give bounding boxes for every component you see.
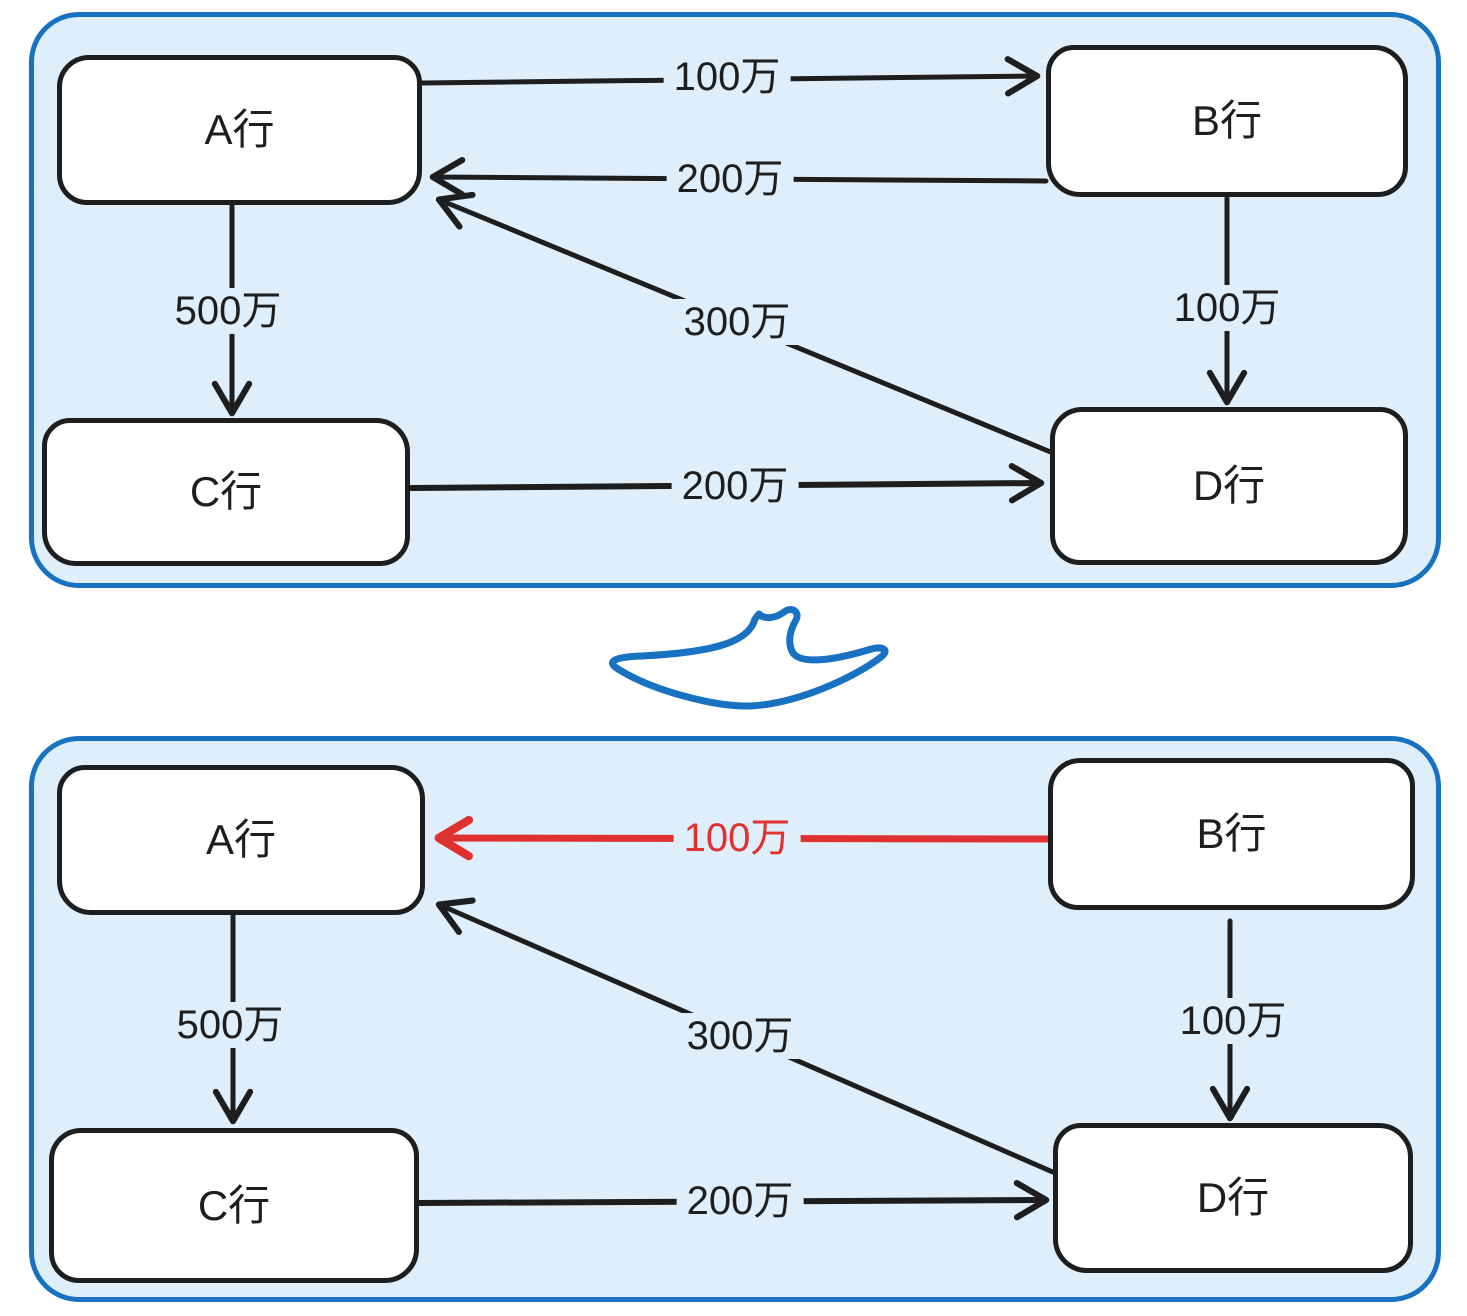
edge-label-b-to-d: 100万 (1163, 285, 1291, 331)
edge-label-c-to-d: 200万 (671, 463, 799, 509)
edge-label-b-to-a: 200万 (666, 156, 794, 202)
node-bank-a-after: A行 (57, 765, 425, 915)
node-bank-a-after-label: A行 (205, 816, 276, 863)
node-bank-d-before: D行 (1050, 407, 1408, 565)
edge-label-a-to-c: 500万 (164, 288, 292, 334)
node-bank-c-before-label: C行 (189, 468, 263, 515)
node-bank-b-before-label: B行 (1191, 97, 1262, 144)
node-bank-b-after-label: B行 (1196, 810, 1267, 857)
edge-label-d-to-a: 300万 (673, 299, 801, 345)
node-bank-c-before: C行 (42, 418, 410, 566)
node-bank-c-after: C行 (49, 1128, 419, 1283)
node-bank-b-after: B行 (1048, 758, 1415, 910)
node-bank-b-before: B行 (1046, 45, 1408, 197)
node-bank-d-after-label: D行 (1196, 1174, 1270, 1221)
edge-label-a-to-c-after: 500万 (166, 1002, 294, 1048)
edge-label-b-to-a-netted: 100万 (673, 815, 801, 861)
edge-label-b-to-d-after: 100万 (1169, 998, 1297, 1044)
node-bank-a-before: A行 (57, 55, 422, 205)
edge-label-c-to-d-after: 200万 (676, 1178, 804, 1224)
node-bank-d-after: D行 (1053, 1123, 1413, 1273)
edge-label-d-to-a-after: 300万 (676, 1013, 804, 1059)
node-bank-a-before-label: A行 (204, 106, 275, 153)
node-bank-c-after-label: C行 (197, 1181, 271, 1229)
transform-down-arrow-icon (609, 606, 889, 710)
node-bank-d-before-label: D行 (1192, 462, 1266, 509)
edge-label-a-to-b: 100万 (663, 54, 791, 100)
